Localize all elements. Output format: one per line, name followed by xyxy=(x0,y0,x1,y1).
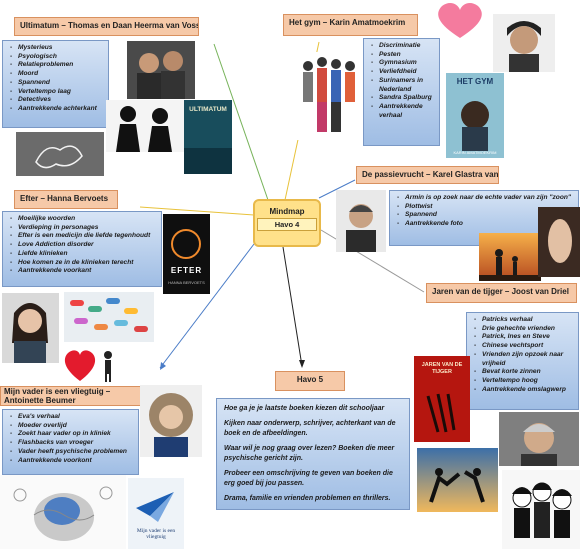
list-item: Bevat korte zinnen xyxy=(474,368,574,377)
list-item: Vader heeft psychische problemen xyxy=(10,448,134,457)
drawing-three-friends xyxy=(502,470,580,549)
havo5-title[interactable]: Havo 5 xyxy=(275,371,345,391)
list-item: Armin is op zoek naar de echte vader van… xyxy=(397,194,574,203)
photo-author-tijger xyxy=(499,412,579,466)
list-item: Aantrekkende omslagwerp xyxy=(474,386,574,395)
havo5-paragraph: Probeer een omschrijving te geven van bo… xyxy=(224,470,393,487)
list-item: Flashbacks van vroeger xyxy=(10,439,134,448)
list-item: Spannend xyxy=(10,79,104,88)
image-people-gym xyxy=(296,52,360,140)
list-item: Zoekt haar vader op in kliniek xyxy=(10,430,134,439)
list-item: Aantrekkende voorkant xyxy=(10,267,157,276)
list-item: Aantrekkende voorkont xyxy=(10,457,134,466)
list-item: Moord xyxy=(10,70,104,79)
line-ultimatum xyxy=(213,43,269,201)
list-item: Vrienden zijn opzoek naar vrijheid xyxy=(474,351,574,368)
image-brain xyxy=(0,475,126,549)
list-item: Aantrekkende verhaal xyxy=(371,103,435,120)
center-subtitle: Havo 4 xyxy=(257,218,317,231)
photo-author-gym xyxy=(493,14,555,72)
book-title-gym[interactable]: Het gym – Karin Amatmoekrim xyxy=(283,14,418,36)
photo-authors-ultimatum xyxy=(127,41,195,99)
book-title-efter[interactable]: Efter – Hanna Bervoets xyxy=(14,190,118,209)
list-item: Relatieproblemen xyxy=(10,61,104,70)
list-item: Patricks verhaal xyxy=(474,316,574,325)
list-item: Psyologisch xyxy=(10,53,104,62)
list-item: Hoe komen ze in de klinieken terecht xyxy=(10,259,157,268)
list-item: Pesten xyxy=(371,51,435,60)
book-title-passievrucht[interactable]: De passievrucht – Karel Glastra van Loon xyxy=(356,166,499,184)
list-item: Verteltempo laag xyxy=(10,88,104,97)
cover-gym-author: KARIN AMATMOEKRIM xyxy=(453,150,497,155)
book-list-tijger: Patricks verhaal Drie gehechte vrienden … xyxy=(466,312,579,410)
list-item: Patrick, Ines en Steve xyxy=(474,333,574,342)
heart-image xyxy=(432,0,488,40)
book-title-ultimatum[interactable]: Ultimatum – Thomas en Daan Heerma van Vo… xyxy=(14,17,199,36)
list-item: Mysterieus xyxy=(10,44,104,53)
cover-passievrucht xyxy=(538,207,580,277)
list-item: Discriminatie xyxy=(371,42,435,51)
line-passievrucht xyxy=(318,179,356,199)
list-item: Chinese vechtsport xyxy=(474,342,574,351)
photo-author-passievrucht xyxy=(336,190,386,252)
book-list-gym: Discriminatie Pesten Gymnasium Verliefdh… xyxy=(363,38,440,146)
list-item: Gymnasium xyxy=(371,59,435,68)
photo-author-efter xyxy=(2,293,59,363)
list-item: Detectives xyxy=(10,96,104,105)
cover-efter: EFTER HANNA BERVOETS xyxy=(163,214,210,294)
cover-vlieg-title: Mijn vader is een vliegtuig xyxy=(136,528,176,541)
line-efter xyxy=(139,206,255,216)
list-item: Verliefdheid xyxy=(371,68,435,77)
book-title-tijger[interactable]: Jaren van de tijger – Joost van Driel xyxy=(426,283,577,303)
list-item: Moeder overlijd xyxy=(10,422,134,431)
havo5-paragraph: Waar wil je nog graag over lezen? Boeken… xyxy=(224,445,395,462)
cover-efter-title: EFTER xyxy=(170,266,203,275)
list-item: Verdieping in personages xyxy=(10,224,157,233)
photo-pills xyxy=(64,292,154,342)
line-vlieg xyxy=(159,243,255,369)
list-item: Efter is een medicijn die liefde tegenho… xyxy=(10,232,157,241)
havo5-paragraph: Kijken naar onderwerp, schrijver, achter… xyxy=(224,420,396,437)
center-node[interactable]: Mindmap Havo 4 xyxy=(253,199,321,247)
book-title-vlieg[interactable]: Mijn vader is een vliegtuig – Antoinette… xyxy=(0,386,144,406)
list-item: Love Addiction disorder xyxy=(10,241,157,250)
havo5-paragraph: Hoe ga je je laatste boeken kiezen dit s… xyxy=(224,405,385,412)
list-item: Surinamers in Nederland xyxy=(371,77,435,94)
list-item: Aantrekkende achterkant xyxy=(10,105,104,114)
cover-tijger: JAREN VAN DE TIJGER xyxy=(414,356,470,442)
cover-vlieg: Mijn vader is een vliegtuig xyxy=(128,478,184,549)
havo5-text-box: Hoe ga je je laatste boeken kiezen dit s… xyxy=(216,398,410,510)
list-item: Aantrekkende foto xyxy=(397,220,574,229)
havo5-paragraph: Drama, familie en vrienden problemen en … xyxy=(224,495,391,503)
photo-crime-scene xyxy=(16,132,104,176)
line-havo5 xyxy=(282,246,303,367)
list-item: Sandra Spalburg xyxy=(371,94,435,103)
cover-gym-title: HET GYM xyxy=(456,77,494,86)
book-list-vlieg: Eva's verhaal Moeder overlijd Zoekt haar… xyxy=(2,409,139,475)
cover-gym: HET GYM KARIN AMATMOEKRIM xyxy=(446,73,504,158)
cover-ultimatum-title: ULTIMATUM xyxy=(189,106,227,113)
photo-sunset-father-son xyxy=(479,233,541,281)
cover-efter-author: HANNA BERVOETS xyxy=(168,280,205,285)
photo-martial-arts xyxy=(417,448,498,512)
book-list-ultimatum: Mysterieus Psyologisch Relatieproblemen … xyxy=(2,40,109,128)
list-item: Liefde klinieken xyxy=(10,250,157,259)
photo-author-vlieg xyxy=(140,385,202,457)
photo-silhouettes-ultimatum xyxy=(106,100,184,152)
list-item: Drie gehechte vrienden xyxy=(474,325,574,334)
list-item: Verteltempo hoog xyxy=(474,377,574,386)
book-list-efter: Moeilijke woorden Verdieping in personag… xyxy=(2,211,162,287)
cover-tijger-title: JAREN VAN DE TIJGER xyxy=(421,362,463,375)
list-item: Plottwist xyxy=(397,203,574,212)
list-item: Moeilijke woorden xyxy=(10,215,157,224)
list-item: Spannend xyxy=(397,211,574,220)
heart-person-icon xyxy=(60,345,120,385)
center-title: Mindmap xyxy=(269,207,305,216)
list-item: Eva's verhaal xyxy=(10,413,134,422)
cover-ultimatum: ULTIMATUM xyxy=(184,100,232,174)
